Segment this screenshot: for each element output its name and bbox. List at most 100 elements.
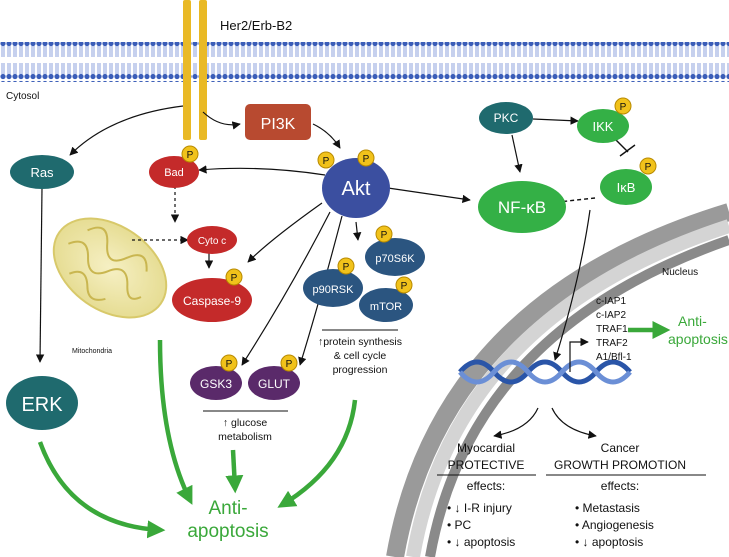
phospho-badge-caspase: P bbox=[225, 268, 243, 286]
svg-text:P: P bbox=[286, 359, 293, 370]
svg-text:P: P bbox=[620, 102, 627, 113]
svg-text:A1/Bfl-1: A1/Bfl-1 bbox=[596, 352, 632, 363]
node-nfkb[interactable]: NF-κB bbox=[478, 181, 566, 233]
svg-text:PI3K: PI3K bbox=[261, 116, 296, 133]
svg-text:TRAF2: TRAF2 bbox=[596, 338, 628, 349]
node-gsk3[interactable]: GSK3 bbox=[190, 366, 242, 400]
anti-apoptosis-bottom-label: Anti- apoptosis bbox=[187, 498, 268, 542]
svg-text:IKK: IKK bbox=[593, 119, 614, 134]
node-p90rsk[interactable]: p90RSK bbox=[303, 269, 363, 307]
node-ikk[interactable]: IKK bbox=[577, 109, 629, 143]
svg-text:apoptosis: apoptosis bbox=[187, 521, 268, 542]
cell-membrane bbox=[0, 42, 729, 82]
svg-text:Anti-: Anti- bbox=[678, 313, 707, 329]
node-akt[interactable]: Akt bbox=[322, 158, 390, 218]
svg-text:P: P bbox=[343, 262, 350, 273]
phospho-badge-p90rsk: P bbox=[337, 257, 355, 275]
svg-text:↑ glucose: ↑ glucose bbox=[223, 417, 268, 429]
svg-text:P: P bbox=[323, 156, 330, 167]
cancer-effects: Cancer GROWTH PROMOTION effects: • Metas… bbox=[546, 441, 706, 549]
phospho-badges: P P P P P P P P P P P bbox=[181, 97, 657, 372]
svg-text:ERK: ERK bbox=[21, 394, 63, 416]
svg-text:Caspase-9: Caspase-9 bbox=[183, 294, 241, 308]
svg-text:IκB: IκB bbox=[617, 180, 636, 195]
cytosol-label: Cytosol bbox=[6, 91, 39, 102]
svg-text:mTOR: mTOR bbox=[370, 301, 402, 313]
svg-text:c-IAP1: c-IAP1 bbox=[596, 296, 626, 307]
svg-text:apoptosis: apoptosis bbox=[668, 331, 728, 347]
svg-text:Cyto c: Cyto c bbox=[198, 236, 226, 247]
node-ras[interactable]: Ras bbox=[10, 155, 74, 189]
node-p70s6k[interactable]: p70S6K bbox=[365, 238, 425, 276]
mitochondrion bbox=[52, 217, 168, 319]
protein-synthesis-note: ↑protein synthesis & cell cycle progress… bbox=[318, 329, 402, 376]
node-caspase-9[interactable]: Caspase-9 bbox=[172, 278, 252, 322]
nuclear-envelope-gap bbox=[406, 219, 729, 557]
svg-text:metabolism: metabolism bbox=[218, 431, 272, 443]
svg-text:GLUT: GLUT bbox=[258, 377, 291, 391]
svg-text:• ↓ apoptosis: • ↓ apoptosis bbox=[575, 535, 643, 549]
svg-text:Anti-: Anti- bbox=[208, 498, 247, 519]
svg-text:progression: progression bbox=[333, 364, 388, 376]
svg-text:PKC: PKC bbox=[494, 111, 519, 125]
her2-receptor bbox=[183, 0, 207, 140]
signal-arrows bbox=[35, 105, 597, 439]
svg-text:effects:: effects: bbox=[601, 479, 639, 493]
svg-text:P: P bbox=[187, 150, 194, 161]
svg-text:• PC: • PC bbox=[447, 518, 472, 532]
target-gene-list: c-IAP1 c-IAP2 TRAF1 TRAF2 A1/Bfl-1 bbox=[596, 296, 632, 363]
svg-text:P: P bbox=[645, 162, 652, 173]
phospho-badge-akt-1: P bbox=[317, 151, 335, 169]
node-bad[interactable]: Bad bbox=[149, 156, 199, 188]
svg-text:Myocardial: Myocardial bbox=[457, 441, 515, 455]
svg-text:P: P bbox=[381, 230, 388, 241]
svg-text:& cell cycle: & cell cycle bbox=[334, 350, 387, 362]
svg-text:effects:: effects: bbox=[467, 479, 505, 493]
anti-apoptosis-arrows bbox=[37, 321, 671, 539]
node-mtor[interactable]: mTOR bbox=[359, 288, 413, 322]
glucose-note: ↑ glucose metabolism bbox=[203, 410, 288, 443]
phospho-badge-glut: P bbox=[280, 354, 298, 372]
svg-text:PROTECTIVE: PROTECTIVE bbox=[448, 458, 525, 472]
svg-text:Bad: Bad bbox=[164, 167, 184, 179]
node-erk[interactable]: ERK bbox=[6, 376, 78, 430]
node-glut[interactable]: GLUT bbox=[248, 366, 300, 400]
svg-text:p90RSK: p90RSK bbox=[313, 284, 355, 296]
node-cyto-c[interactable]: Cyto c bbox=[187, 226, 237, 254]
anti-apoptosis-right-label: Anti- apoptosis bbox=[668, 313, 728, 347]
svg-text:Akt: Akt bbox=[342, 178, 371, 200]
svg-text:TRAF1: TRAF1 bbox=[596, 324, 628, 335]
receptor-label: Her2/Erb-B2 bbox=[220, 18, 292, 33]
svg-text:P: P bbox=[231, 273, 238, 284]
mitochondria-label: Mitochondria bbox=[72, 348, 112, 355]
phospho-badge-gsk3: P bbox=[220, 354, 238, 372]
node-pi3k[interactable]: PI3K bbox=[245, 104, 311, 140]
nuclear-envelope-outer bbox=[386, 203, 729, 557]
svg-text:P: P bbox=[363, 154, 370, 165]
svg-text:↑protein synthesis: ↑protein synthesis bbox=[318, 336, 402, 348]
svg-text:P: P bbox=[401, 281, 408, 292]
svg-text:c-IAP2: c-IAP2 bbox=[596, 310, 626, 321]
svg-text:• ↓ I-R injury: • ↓ I-R injury bbox=[447, 501, 512, 515]
nucleus-label: Nucleus bbox=[662, 267, 698, 278]
svg-text:• Metastasis: • Metastasis bbox=[575, 501, 640, 515]
phospho-badge-bad: P bbox=[181, 145, 199, 163]
svg-text:GSK3: GSK3 bbox=[200, 377, 232, 391]
phospho-badge-ikb: P bbox=[639, 157, 657, 175]
svg-text:p70S6K: p70S6K bbox=[375, 253, 415, 265]
svg-text:• ↓ apoptosis: • ↓ apoptosis bbox=[447, 535, 515, 549]
svg-text:• Angiogenesis: • Angiogenesis bbox=[575, 518, 654, 532]
phospho-badge-mtor: P bbox=[395, 276, 413, 294]
myocardial-effects: Myocardial PROTECTIVE effects: • ↓ I-R i… bbox=[437, 441, 536, 549]
svg-text:NF-κB: NF-κB bbox=[498, 198, 546, 217]
node-pkc[interactable]: PKC bbox=[479, 102, 533, 134]
svg-text:Ras: Ras bbox=[30, 165, 54, 180]
svg-text:P: P bbox=[226, 359, 233, 370]
svg-text:Cancer: Cancer bbox=[601, 441, 640, 455]
dna-helix bbox=[458, 359, 632, 385]
svg-text:GROWTH PROMOTION: GROWTH PROMOTION bbox=[554, 458, 686, 472]
phospho-badge-akt-2: P bbox=[357, 149, 375, 167]
node-ikb[interactable]: IκB bbox=[600, 169, 652, 205]
phospho-badge-p70s6k: P bbox=[375, 225, 393, 243]
